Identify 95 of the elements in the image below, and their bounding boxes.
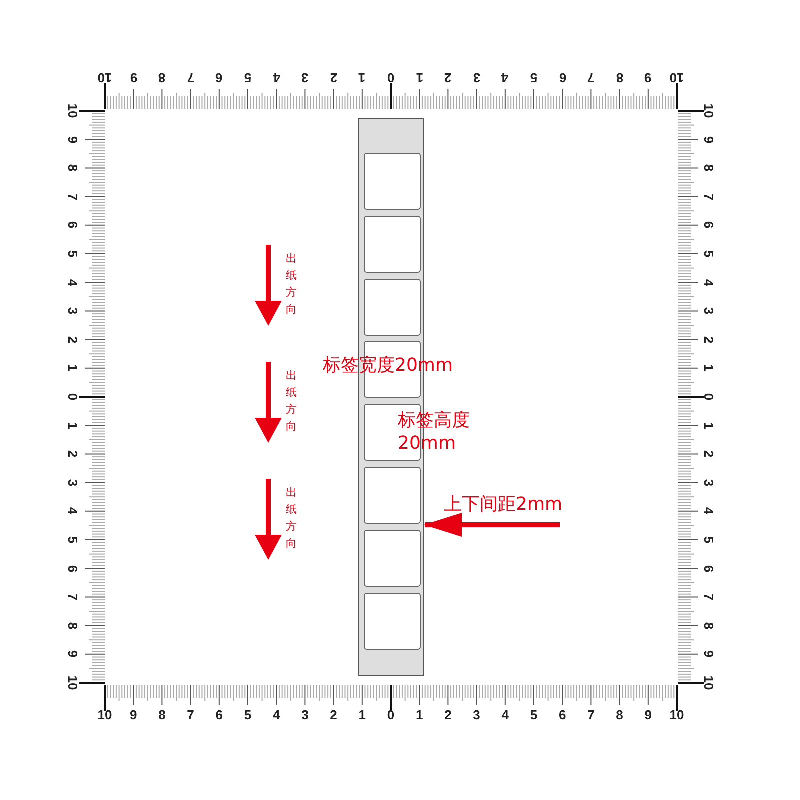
ruler-number: 10 bbox=[66, 104, 80, 118]
ruler-number: 1 bbox=[702, 364, 716, 372]
ruler-number: 7 bbox=[588, 708, 595, 722]
ruler-number: 6 bbox=[216, 708, 223, 722]
ruler-number: 4 bbox=[502, 708, 509, 722]
ruler-number: 1 bbox=[66, 364, 80, 372]
ruler-number: 5 bbox=[530, 72, 538, 84]
ruler-number: 3 bbox=[302, 72, 309, 84]
ruler-number: 6 bbox=[702, 222, 716, 229]
ruler-number: 6 bbox=[216, 72, 223, 84]
ruler-number: 2 bbox=[66, 336, 80, 344]
ruler-number: 10 bbox=[66, 676, 80, 690]
ruler-number: 9 bbox=[66, 136, 80, 144]
ruler-number: 2 bbox=[444, 72, 452, 84]
ruler-number: 9 bbox=[644, 708, 652, 722]
ruler-number: 7 bbox=[187, 708, 194, 722]
ruler-number: 3 bbox=[473, 72, 480, 84]
ruler-number: 7 bbox=[66, 193, 80, 200]
ruler-number: 2 bbox=[444, 708, 452, 722]
ruler-number: 1 bbox=[358, 708, 366, 722]
ruler-number: 1 bbox=[416, 708, 424, 722]
ruler-number: 8 bbox=[158, 72, 166, 84]
ruler-number: 0 bbox=[387, 72, 395, 84]
ruler-number: 9 bbox=[702, 650, 716, 658]
ruler-number: 4 bbox=[272, 708, 280, 722]
ruler-number: 5 bbox=[702, 536, 716, 544]
ruler-number: 10 bbox=[98, 72, 112, 84]
ruler-number: 2 bbox=[330, 72, 338, 84]
label-box bbox=[364, 278, 421, 336]
label-box bbox=[364, 467, 421, 524]
ruler-number: 0 bbox=[702, 393, 716, 401]
ruler-number: 8 bbox=[66, 164, 80, 172]
label-box bbox=[364, 592, 421, 650]
ruler-number: 1 bbox=[358, 72, 366, 84]
ruler-number: 3 bbox=[473, 708, 480, 722]
ruler-number: 9 bbox=[130, 708, 138, 722]
ruler-number: 2 bbox=[702, 336, 716, 344]
ruler-number: 5 bbox=[244, 708, 252, 722]
ruler-number: 7 bbox=[66, 594, 80, 601]
ruler-number: 5 bbox=[702, 250, 716, 258]
ruler-number: 9 bbox=[702, 136, 716, 144]
direction-text: 出纸方向 bbox=[286, 485, 298, 552]
ruler-number: 4 bbox=[502, 72, 509, 84]
ruler-number: 3 bbox=[702, 479, 716, 486]
ruler-number: 8 bbox=[702, 622, 716, 630]
direction-text: 出纸方向 bbox=[286, 368, 298, 435]
ruler-number: 9 bbox=[130, 72, 138, 84]
ruler-number: 6 bbox=[558, 72, 566, 84]
ruler-number: 6 bbox=[702, 564, 716, 572]
ruler-number: 4 bbox=[272, 72, 280, 84]
ruler-number: 10 bbox=[702, 104, 716, 118]
ruler-number: 7 bbox=[588, 72, 595, 84]
ruler-number: 4 bbox=[66, 508, 80, 515]
ruler-number: 5 bbox=[66, 536, 80, 544]
ruler-number: 6 bbox=[66, 222, 80, 229]
ruler-number: 8 bbox=[702, 164, 716, 172]
ruler-number: 2 bbox=[330, 708, 338, 722]
label-box bbox=[364, 216, 421, 273]
ruler-number: 3 bbox=[302, 708, 309, 722]
ruler-number: 10 bbox=[670, 72, 684, 84]
ruler-number: 4 bbox=[702, 508, 716, 515]
ruler-number: 8 bbox=[616, 708, 624, 722]
ruler-number: 1 bbox=[416, 72, 424, 84]
ruler-number: 2 bbox=[66, 450, 80, 458]
ruler-number: 1 bbox=[702, 422, 716, 430]
ruler-number: 1 bbox=[66, 422, 80, 430]
annotation-text: 上下间距2mm bbox=[444, 492, 574, 518]
ruler-number: 7 bbox=[702, 193, 716, 200]
ruler-number: 0 bbox=[66, 393, 80, 401]
label-box bbox=[364, 530, 421, 587]
ruler-number: 8 bbox=[616, 72, 624, 84]
ruler-number: 3 bbox=[66, 479, 80, 486]
ruler-number: 5 bbox=[66, 250, 80, 258]
ruler-number: 4 bbox=[66, 278, 80, 286]
ruler-number: 10 bbox=[98, 708, 112, 722]
ruler-number: 7 bbox=[187, 72, 194, 84]
ruler-number: 8 bbox=[66, 622, 80, 630]
ruler-number: 8 bbox=[158, 708, 166, 722]
label-box bbox=[364, 153, 421, 210]
ruler-number: 2 bbox=[702, 450, 716, 458]
ruler-number: 3 bbox=[702, 308, 716, 315]
ruler-number: 4 bbox=[702, 278, 716, 286]
arrow bbox=[424, 513, 560, 537]
direction-text: 出纸方向 bbox=[286, 251, 298, 318]
ruler-number: 10 bbox=[702, 676, 716, 690]
ruler-number: 6 bbox=[558, 708, 566, 722]
ruler-number: 6 bbox=[66, 564, 80, 572]
ruler-number: 7 bbox=[702, 594, 716, 601]
ruler-number: 0 bbox=[387, 708, 395, 722]
ruler-number: 9 bbox=[66, 650, 80, 658]
ruler-number: 3 bbox=[66, 308, 80, 315]
ruler-number: 5 bbox=[244, 72, 252, 84]
ruler-number: 5 bbox=[530, 708, 538, 722]
ruler-number: 10 bbox=[670, 708, 684, 722]
ruler-number: 9 bbox=[644, 72, 652, 84]
